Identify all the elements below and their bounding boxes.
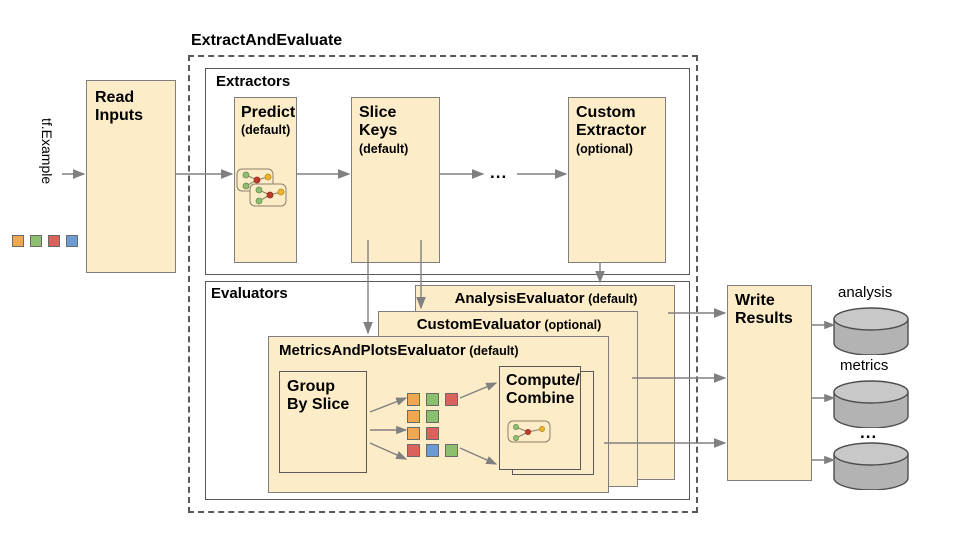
blue-swatch bbox=[66, 235, 78, 247]
extractors-group bbox=[205, 68, 690, 275]
evaluator-custom-sub: (optional) bbox=[544, 318, 602, 332]
slice-swatch bbox=[426, 393, 439, 406]
slice-swatch bbox=[407, 410, 420, 423]
slice-swatch bbox=[445, 393, 458, 406]
extract-and-evaluate-title: ExtractAndEvaluate bbox=[191, 32, 343, 49]
evaluator-metrics-sub: (default) bbox=[469, 344, 519, 358]
slice-swatch bbox=[426, 444, 439, 457]
slice-swatch bbox=[407, 444, 420, 457]
evaluator-analysis-title: AnalysisEvaluator bbox=[454, 290, 585, 307]
extractors-title: Extractors bbox=[216, 73, 291, 90]
extract-and-evaluate-container bbox=[188, 55, 698, 513]
slice-swatch bbox=[426, 427, 439, 440]
analysis-store[interactable] bbox=[832, 307, 910, 360]
evaluators-group bbox=[205, 281, 690, 500]
extractor-slice-keys-sub: (default) bbox=[359, 142, 409, 156]
evaluator-custom-title: CustomEvaluator bbox=[416, 316, 541, 333]
compute-combine-label: Compute/Combine bbox=[506, 372, 580, 407]
more-store-label: ... bbox=[860, 423, 878, 442]
green-swatch bbox=[30, 235, 42, 247]
evaluator-metrics-title: MetricsAndPlotsEvaluator bbox=[279, 342, 466, 359]
extractor-predict[interactable]: Predict (default) bbox=[234, 97, 297, 263]
metrics-store[interactable] bbox=[832, 380, 910, 433]
input-label: tf.Example bbox=[39, 118, 55, 185]
more-store[interactable] bbox=[832, 442, 910, 495]
extractor-predict-sub: (default) bbox=[241, 123, 291, 137]
evaluators-title: Evaluators bbox=[211, 285, 288, 302]
extractor-predict-title: Predict bbox=[241, 104, 296, 121]
extractors-ellipsis: ... bbox=[490, 163, 508, 182]
extractor-custom-sub: (optional) bbox=[576, 142, 633, 156]
evaluator-analysis-sub: (default) bbox=[588, 292, 638, 306]
slice-swatch bbox=[407, 393, 420, 406]
red-swatch bbox=[48, 235, 60, 247]
compute-combine-node[interactable]: Compute/Combine bbox=[499, 366, 581, 470]
metrics-store-label: metrics bbox=[840, 357, 889, 374]
analysis-store-label: analysis bbox=[838, 284, 893, 301]
slice-swatch bbox=[445, 444, 458, 457]
orange-swatch bbox=[12, 235, 24, 247]
slice-swatch bbox=[407, 427, 420, 440]
slice-swatch bbox=[426, 410, 439, 423]
